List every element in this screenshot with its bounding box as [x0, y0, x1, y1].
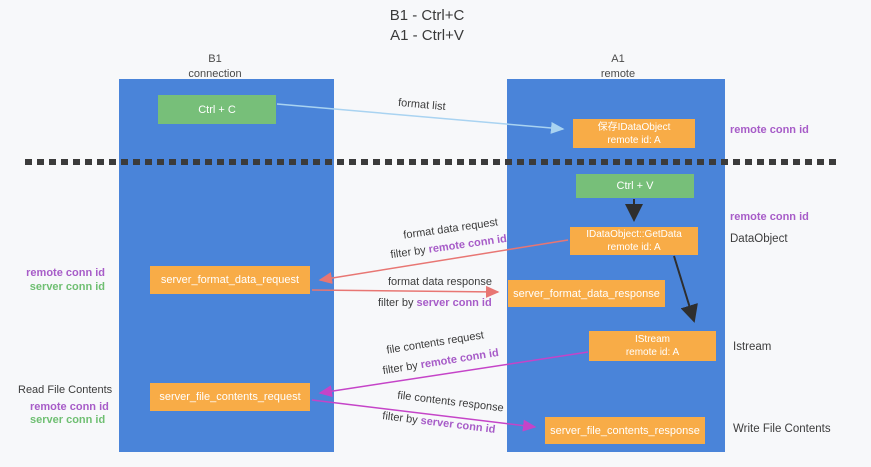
istream-side-label: Istream: [733, 341, 772, 353]
right-remote-conn-id-label-1: remote conn id: [730, 124, 809, 136]
filter-by-text: filter by: [381, 359, 422, 378]
server-file-contents-response-box: server_file_contents_response: [545, 417, 705, 444]
ctrl-c-box: Ctrl + C: [158, 95, 276, 124]
left-column-header: B1 connection: [155, 52, 275, 82]
getdata-box: IDataObject::GetData remote id: A: [570, 227, 698, 255]
title-line-2: A1 - Ctrl+V: [390, 27, 464, 45]
istream-line1: IStream: [634, 334, 670, 345]
filter-by-text: filter by: [389, 243, 430, 262]
file-contents-response-filter-label: filter by server conn id: [382, 410, 496, 436]
filter-by-text: filter by: [381, 410, 422, 427]
left-server-conn-id-label: server conn id: [29, 281, 105, 293]
left-server-conn-id-label-2: server conn id: [30, 414, 106, 426]
diagram-title: B1 - Ctrl+C A1 - Ctrl+V: [317, 6, 537, 47]
istream-line2: remote id: A: [625, 347, 680, 358]
right-column-name: A1: [611, 53, 625, 65]
server-conn-id-text: server conn id: [416, 297, 492, 309]
save-dataobject-box: 保存IDataObject remote id: A: [573, 119, 695, 148]
write-file-contents-label: Write File Contents: [733, 423, 831, 435]
server-file-contents-request-label: server_file_contents_request: [159, 391, 301, 403]
file-contents-response-label: file contents response: [396, 389, 505, 415]
right-column-header: A1 remote: [558, 52, 678, 82]
dataobject-label: DataObject: [730, 233, 788, 245]
filter-by-text: filter by: [378, 297, 417, 309]
ctrl-c-label: Ctrl + C: [198, 103, 236, 116]
server-format-data-request-box: server_format_data_request: [150, 266, 310, 294]
format-data-response-arrow: [311, 285, 500, 298]
save-dataobject-line2: remote id: A: [607, 134, 661, 146]
server-conn-id-text: server conn id: [419, 414, 497, 436]
format-data-response-label: format data response: [388, 276, 492, 288]
getdata-line1: IDataObject::GetData: [586, 229, 682, 240]
right-column-subtitle: remote: [600, 67, 636, 80]
left-column-subtitle: connection: [188, 67, 242, 80]
server-file-contents-response-label: server_file_contents_response: [550, 424, 700, 437]
format-data-response-filter-label: filter by server conn id: [378, 297, 492, 309]
title-line-1: B1 - Ctrl+C: [389, 7, 465, 24]
save-dataobject-line1: 保存IDataObject: [597, 121, 671, 133]
dashed-separator-line: [25, 159, 840, 165]
right-remote-conn-id-label-2: remote conn id: [730, 211, 809, 223]
format-list-label: format list: [397, 96, 447, 114]
server-format-data-response-label: server_format_data_response: [513, 287, 660, 300]
getdata-line2: remote id: A: [607, 242, 661, 253]
server-format-data-request-label: server_format_data_request: [160, 274, 300, 286]
ctrl-v-box: Ctrl + V: [576, 174, 694, 198]
server-format-data-response-box: server_format_data_response: [508, 280, 665, 307]
read-file-contents-label: Read File Contents: [18, 384, 113, 396]
istream-box: IStream remote id: A: [589, 331, 716, 361]
left-remote-conn-id-label-2: remote conn id: [30, 401, 109, 413]
ctrl-v-label: Ctrl + V: [616, 180, 654, 192]
server-file-contents-request-box: server_file_contents_request: [150, 383, 310, 411]
remote-conn-id-text: remote conn id: [419, 346, 500, 372]
left-remote-conn-id-label: remote conn id: [26, 267, 105, 279]
left-column-name: B1: [208, 53, 222, 65]
